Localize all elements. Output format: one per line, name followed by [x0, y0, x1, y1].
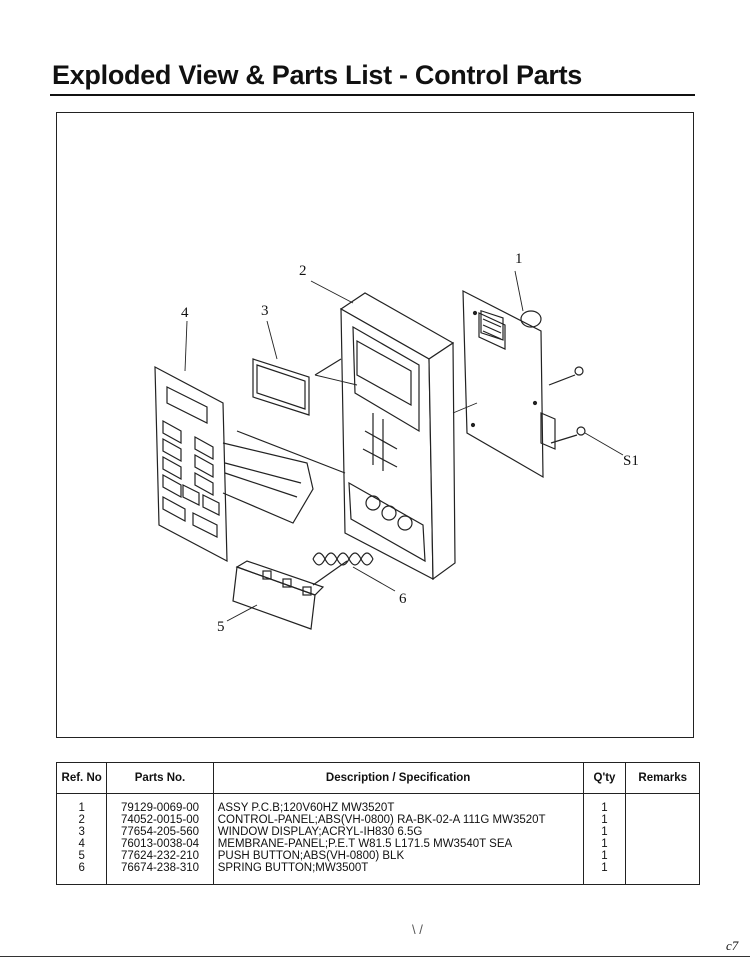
parts-no-column: 79129-0069-00 74052-0015-00 77654-205-56…: [106, 793, 214, 885]
exploded-view-drawing: [154, 270, 624, 630]
table-cell-ref: 6: [78, 862, 85, 874]
callout-3: 3: [261, 303, 269, 319]
page-mark: c7: [726, 938, 739, 953]
header-ref-no: Ref. No: [55, 762, 108, 794]
header-description: Description / Specification: [212, 762, 584, 794]
ref-column: 1 2 3 4 5 6: [55, 793, 108, 885]
leader-lines: [184, 270, 624, 622]
table-body: 1 2 3 4 5 6 79129-0069-00 74052-0015-00 …: [55, 793, 700, 885]
parts-list-table: Ref. No Parts No. Description / Specific…: [55, 762, 700, 885]
table-cell-description: MEMBRANE-PANEL;P.E.T W81.5 L171.5 MW3540…: [217, 838, 513, 850]
table-cell-part-no: 77624-232-210: [121, 850, 200, 862]
table-cell-part-no: 77654-205-560: [121, 826, 200, 838]
callout-4: 4: [181, 305, 189, 321]
control-panel-drawing: [339, 292, 456, 581]
table-cell-ref: 4: [78, 838, 85, 850]
header-remarks: Remarks: [625, 762, 700, 794]
scan-mark: \ /: [412, 922, 423, 937]
remarks-column: [625, 793, 700, 885]
callout-s1: S1: [623, 453, 639, 469]
bottom-rule: [0, 956, 750, 957]
callout-2: 2: [299, 263, 307, 279]
table-cell-qty: 1: [601, 826, 608, 838]
exploded-view-diagram: 1 2 3 4 5 6 S1: [56, 112, 694, 738]
title-underline: [50, 94, 695, 96]
table-cell-qty: 1: [601, 802, 608, 814]
callout-6: 6: [399, 591, 407, 607]
table-cell-description: WINDOW DISPLAY;ACRYL-IH830 6.5G: [217, 826, 423, 838]
header-parts-no: Parts No.: [106, 762, 214, 794]
callout-5: 5: [217, 619, 225, 635]
push-button-drawing: [232, 560, 348, 630]
screw-s1-drawing: [548, 366, 586, 444]
table-cell-part-no: 76674-238-310: [121, 862, 200, 874]
spring-drawing: [312, 552, 374, 566]
page-title: Exploded View & Parts List - Control Par…: [52, 60, 583, 90]
table-cell-ref: 3: [78, 826, 85, 838]
description-column: ASSY P.C.B;120V60HZ MW3520T CONTROL-PANE…: [212, 793, 584, 885]
table-header-row: Ref. No Parts No. Description / Specific…: [55, 762, 700, 794]
header-qty: Q'ty: [582, 762, 627, 794]
table-cell-ref: 1: [78, 802, 85, 814]
table-cell-part-no: 74052-0015-00: [121, 814, 200, 826]
table-cell-qty: 1: [601, 838, 608, 850]
table-cell-ref: 2: [78, 814, 85, 826]
membrane-panel-drawing: [154, 365, 346, 563]
table-cell-description: SPRING BUTTON;MW3500T: [217, 862, 369, 874]
table-cell-part-no: 76013-0038-04: [121, 838, 200, 850]
table-cell-description: CONTROL-PANEL;ABS(VH-0800) RA-BK-02-A 11…: [217, 814, 546, 826]
table-cell-qty: 1: [601, 814, 608, 826]
pcb-assembly-drawing: [462, 290, 556, 479]
table-cell-part-no: 79129-0069-00: [121, 802, 200, 814]
qty-column: 1 1 1 1 1 1: [582, 793, 627, 885]
table-cell-qty: 1: [601, 850, 608, 862]
table-cell-description: ASSY P.C.B;120V60HZ MW3520T: [217, 802, 395, 814]
table-cell-qty: 1: [601, 862, 608, 874]
window-display-drawing: [252, 358, 342, 416]
callout-1: 1: [515, 251, 523, 267]
table-cell-ref: 5: [78, 850, 85, 862]
table-cell-description: PUSH BUTTON;ABS(VH-0800) BLK: [217, 850, 405, 862]
